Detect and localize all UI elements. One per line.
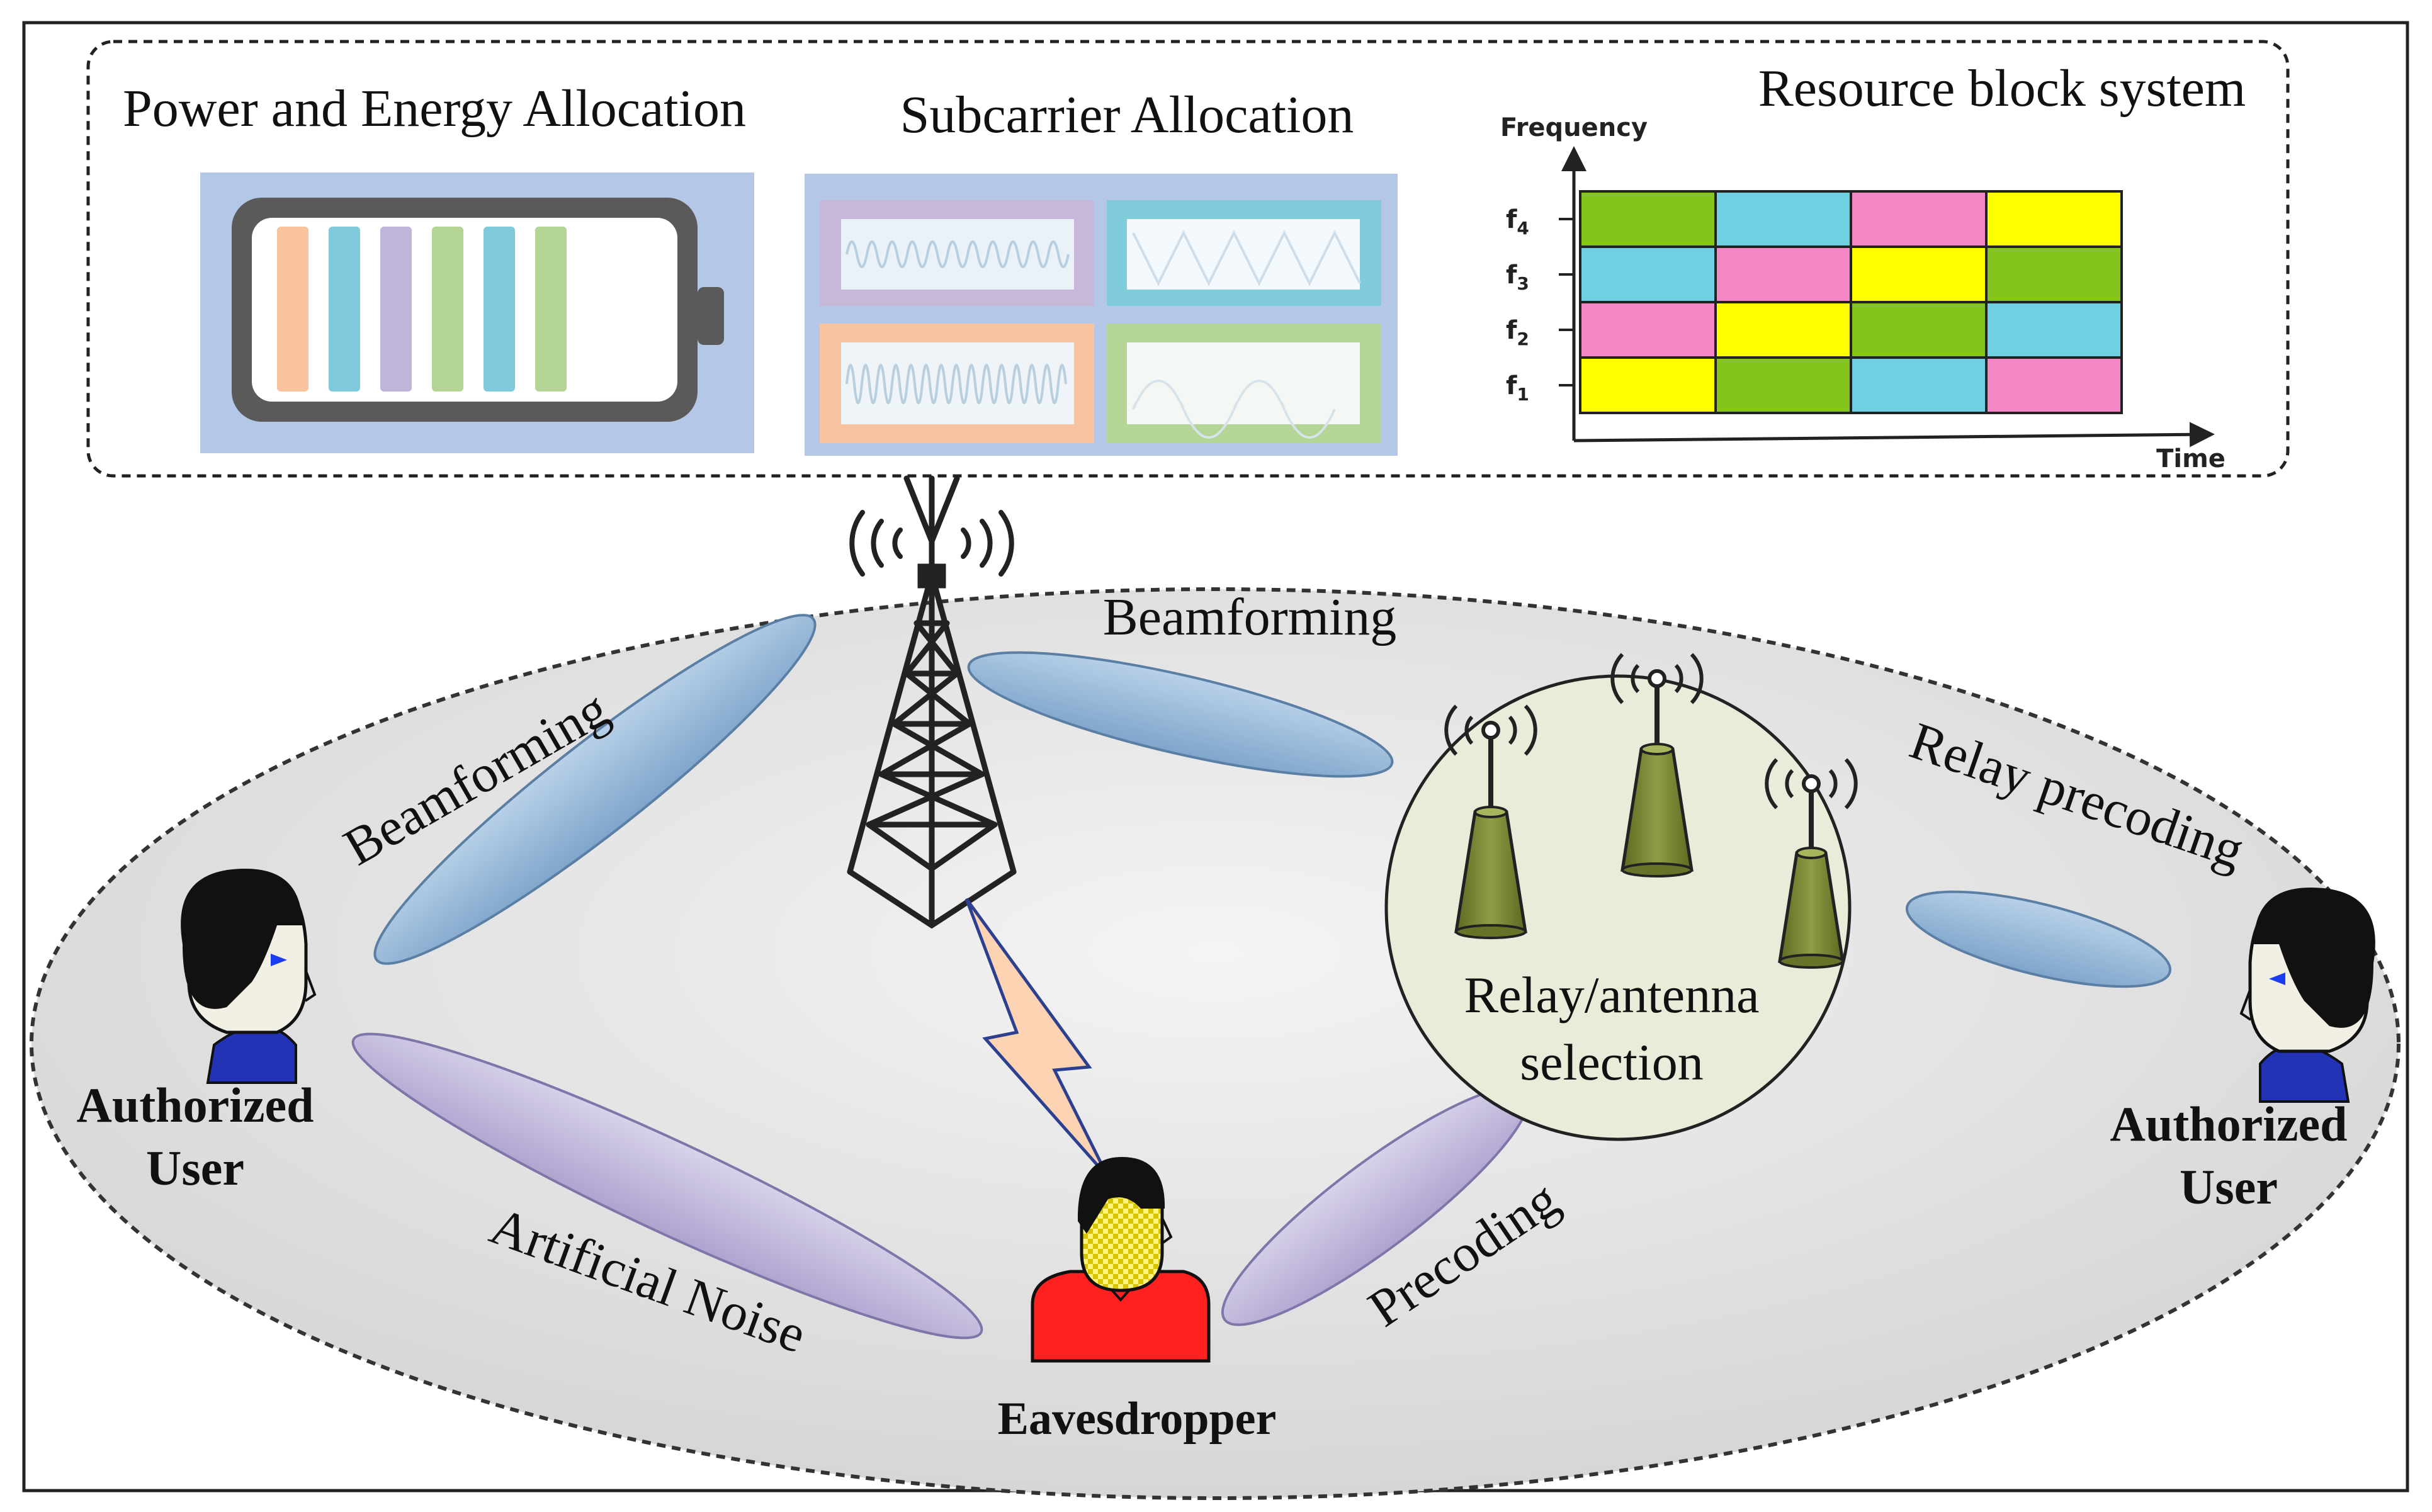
power-energy-title: Power and Energy Allocation [123,79,746,138]
relay-selection-label-line2: selection [1520,1034,1703,1091]
right-user-icon [2239,888,2375,1103]
resource-block-cell [1714,356,1852,414]
battery-bars [277,227,567,392]
resource-block-cell [1985,245,2123,303]
relay-antenna-icon [1444,704,1537,939]
resource-block-cell [1850,190,1988,248]
battery-bar [277,227,308,392]
resource-block-cell [1714,301,1852,359]
resource-block-cell [1714,190,1852,248]
beam-left-upper [373,614,817,965]
resource-block-cell [1714,245,1852,303]
subcarrier-icon [805,174,1398,456]
relay-selection-circle [1384,674,1852,1141]
battery-icon [200,172,754,453]
eavesdropper-label: Eavesdropper [998,1393,1277,1445]
resource-block-cell [1850,245,1988,303]
right-user-label-line1: Authorized [2110,1097,2348,1151]
frequency-axis-label: Frequency [1500,113,1648,142]
battery-bar [380,227,412,392]
relay-selection-label-line1: Relay/antenna [1464,966,1759,1024]
beam-artificial-noise [351,1032,983,1340]
resource-block-cell [1579,356,1717,414]
relay-antenna-icon [1610,653,1704,877]
resource-block-cell [1579,190,1717,248]
resource-block-cell [1850,356,1988,414]
resource-grid-cells [1579,190,2123,414]
base-station-tower-icon [847,475,1017,929]
left-user-icon [181,869,317,1084]
subcarrier-title: Subcarrier Allocation [900,86,1354,144]
eavesdropper-icon [1031,1157,1211,1363]
battery-bar [484,227,515,392]
resource-block-cell [1985,190,2123,248]
battery-bar [432,227,463,392]
time-axis-label: Time [2156,444,2226,473]
beam-top [967,651,1394,778]
battery-bar [329,227,360,392]
resource-block-cell [1579,245,1717,303]
battery-bar [535,227,567,392]
frequency-tick-label: f3 [1506,261,1529,294]
relay-antenna-icon [1765,758,1858,969]
resource-block-title: Resource block system [1758,59,2246,118]
beam-relay [1905,890,2172,988]
resource-block-cell [1850,301,1988,359]
right-user-label-line2: User [2180,1159,2278,1214]
resource-block-cell [1985,301,2123,359]
left-user-label-line2: User [146,1141,244,1195]
relay-antennas [1444,653,1858,969]
resource-block-cell [1985,356,2123,414]
beamforming-top-label: Beamforming [1103,588,1397,646]
resource-block-cell [1579,301,1717,359]
left-user-label-line1: Authorized [77,1078,314,1132]
